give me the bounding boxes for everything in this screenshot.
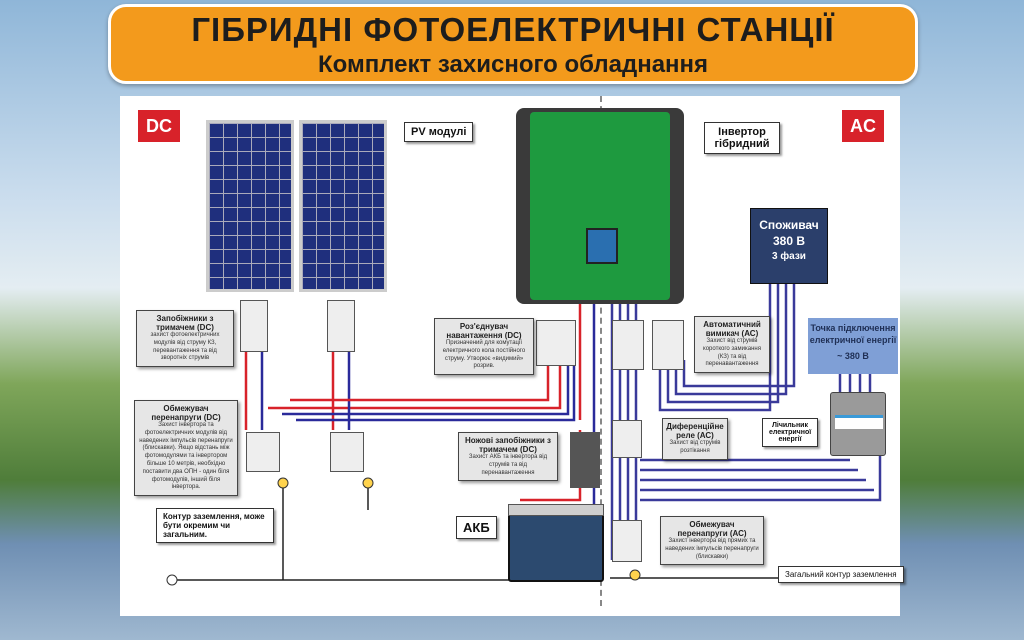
- wire-grid: [838, 374, 872, 392]
- ground-icon: [362, 477, 374, 489]
- ground-icon: [277, 477, 289, 489]
- dc-surge-protector: [246, 432, 280, 472]
- ac-badge: AC: [842, 110, 884, 142]
- page-title: ГІБРИДНІ ФОТОЕЛЕКТРИЧНІ СТАНЦІЇ: [191, 11, 835, 48]
- callout-ac-breaker: Автоматичний вимикач (АС)Захист від стру…: [694, 316, 770, 374]
- page-subtitle: Комплект захисного обладнання: [317, 51, 709, 78]
- ac-breaker: [612, 320, 644, 370]
- callout-rcd: Диференційне реле (АС)Захист від струмів…: [662, 418, 728, 460]
- meter-label: Лічильник електричної енергії: [762, 418, 818, 447]
- callout-ac-spd: Обмежувач перенапруги (АС)Захист інверто…: [660, 516, 764, 566]
- callout-knife-fuse: Ножові запобіжники з тримачем (DC)Захист…: [458, 432, 558, 482]
- consumer-voltage: 380 В: [772, 234, 806, 248]
- consumer-phases: 3 фази: [772, 251, 806, 262]
- callout-dc-fuse: Запобіжники з тримачем (DC)захист фотоел…: [136, 310, 234, 368]
- grid-title: Точка підключення електричної енергії: [809, 323, 897, 345]
- callout-dc-spd: Обмежувач перенапруги (DC)Захист інверто…: [134, 400, 238, 497]
- hybrid-inverter: [516, 108, 684, 304]
- pv-label: PV модулі: [404, 122, 474, 142]
- title-banner: ГІБРИДНІ ФОТОЕЛЕКТРИЧНІ СТАНЦІЇ Комплект…: [108, 4, 918, 84]
- grid-voltage: ~ 380 В: [837, 351, 869, 361]
- ac-breaker: [652, 320, 684, 370]
- pv-module: [206, 120, 294, 292]
- common-ground-label: Загальний контур заземлення: [778, 566, 904, 583]
- inverter-screen: [586, 228, 618, 264]
- ground-icon: [629, 569, 641, 581]
- ground-loop-label: Контур заземлення, може бути окремим чи …: [156, 508, 274, 543]
- knife-fuse-holder: [570, 432, 600, 488]
- dc-surge-protector: [330, 432, 364, 472]
- dc-badge: DC: [138, 110, 180, 142]
- dc-load-disconnector: [536, 320, 576, 366]
- grid-connection-box: Точка підключення електричної енергії ~ …: [808, 318, 898, 374]
- callout-dc-disconnector: Роз'єднувач навантаження (DC)Призначений…: [434, 318, 534, 376]
- pv-module: [299, 120, 387, 292]
- rcd-relay: [612, 420, 642, 458]
- dc-fuse-holder: [240, 300, 268, 352]
- battery: [508, 504, 604, 582]
- consumer-box: Споживач 380 В 3 фази: [750, 208, 828, 284]
- electricity-meter: [830, 392, 886, 456]
- inverter-label: Інвертор гібридний: [704, 122, 780, 154]
- consumer-title: Споживач: [759, 218, 819, 232]
- dc-fuse-holder: [327, 300, 355, 352]
- dc-ac-divider: [600, 96, 602, 606]
- battery-label: АКБ: [456, 516, 497, 539]
- ground-icon: [166, 574, 178, 586]
- ac-surge-protector: [612, 520, 642, 562]
